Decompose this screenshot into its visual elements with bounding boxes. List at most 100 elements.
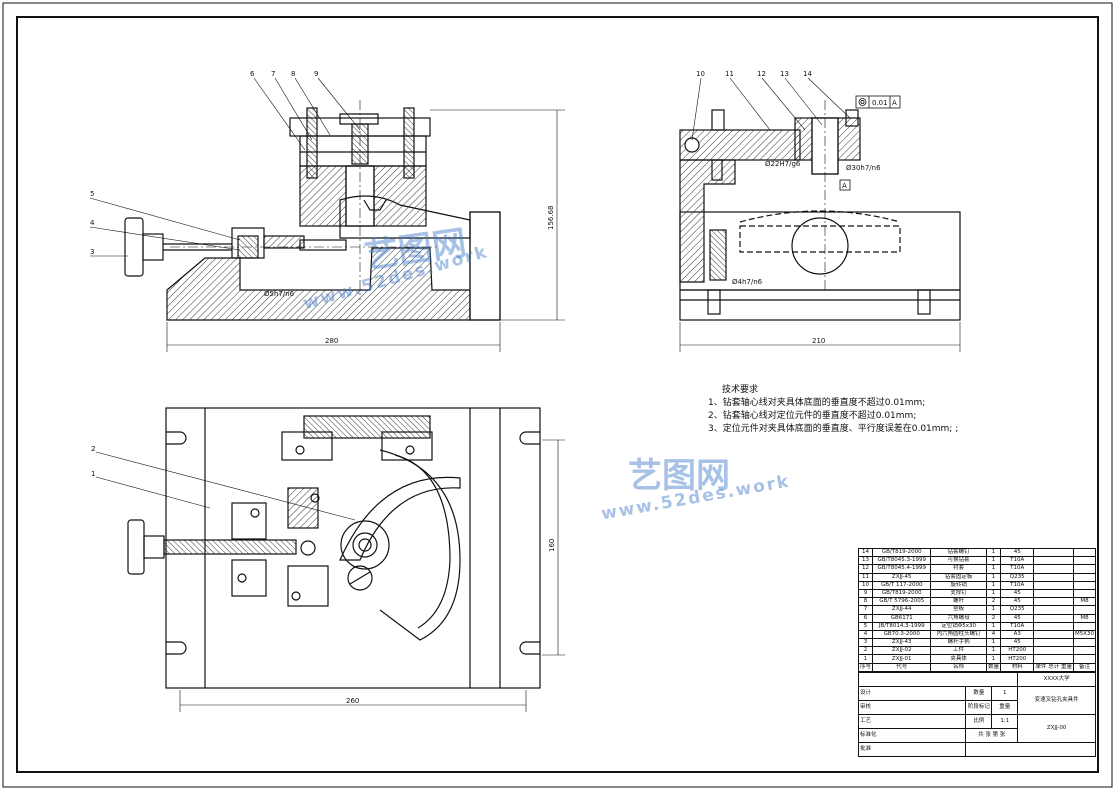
bom-cell: 垫板 [930, 605, 987, 615]
title-info-table: XXXX大学 设计 数量 1 变速叉钻孔夹具件 审核 阶段标记 重量 工艺 比例… [857, 671, 1096, 757]
bom-cell: 夹具体 [930, 654, 987, 664]
bom-cell [1033, 638, 1074, 648]
bom-cell [1033, 564, 1074, 574]
bom-cell: 14 [857, 547, 874, 558]
bom-cell [1033, 605, 1074, 615]
bom-cell: GB70.3-2000 [872, 629, 932, 640]
bom-cell [1072, 580, 1097, 590]
bom-header-row: 序号 代号 名称 数量 材料 单件 总计 重量 备注 [857, 662, 1097, 672]
weight-label: 重量 [991, 699, 1019, 715]
bom-cell: 内六角圆柱头螺钉 [930, 629, 987, 640]
inner-border [16, 16, 1099, 773]
balloon-13: 13 [780, 70, 789, 78]
bom-cell: T10A [999, 580, 1035, 590]
dim-side-fit-22: Ø22H7/g6 [765, 160, 801, 168]
bom-cell: GB/T819-2000 [872, 547, 932, 558]
bom-cell: GB/T 117-2000 [872, 580, 932, 590]
balloon-5: 5 [90, 190, 94, 198]
bom-cell: 工件 [930, 646, 987, 656]
bom-cell: GB/T8045.4-1999 [872, 564, 932, 574]
bom-cell: 13 [857, 556, 874, 566]
datum-mark: A [842, 182, 847, 190]
bom-cell [1072, 556, 1097, 566]
technical-requirements: 技术要求 1、钻套轴心线对夹具体底面的垂直度不超过0.01mm; 2、钻套轴心线… [708, 384, 958, 436]
dim-front-width: 280 [325, 337, 338, 345]
qty-label: 数量 [965, 685, 993, 701]
tech-title: 技术要求 [722, 385, 759, 395]
dim-side-fit-4: Ø4h7/n6 [732, 278, 763, 286]
tech-item-1: 1、钻套轴心线对夹具体底面的垂直度不超过0.01mm; [708, 398, 926, 408]
balloon-7: 7 [271, 70, 275, 78]
bom-cell: 1 [985, 556, 1001, 566]
front-view [89, 77, 565, 352]
bom-cell: 1 [985, 654, 1001, 664]
bom-cell: 1 [985, 588, 1001, 599]
bom-cell: 1 [985, 564, 1001, 574]
bom-cell: 45 [999, 588, 1035, 599]
bom-cell: 1 [985, 580, 1001, 590]
bom-cell [1033, 646, 1074, 656]
stage-label: 阶段标记 [965, 699, 993, 715]
bom-cell: ZXJJ-01 [872, 654, 932, 664]
bom-cell: ZXJJ-44 [872, 605, 932, 615]
bom-cell: 2 [857, 646, 874, 656]
bom-cell [1033, 572, 1074, 582]
balloon-4: 4 [90, 219, 95, 227]
bom-cell: GB6171 [872, 613, 932, 623]
bom-cell: 45 [999, 638, 1035, 648]
bom-cell: 8 [857, 597, 874, 607]
bom-cell: 1 [985, 547, 1001, 558]
balloon-10: 10 [696, 70, 705, 78]
dim-plan-width: 260 [346, 697, 359, 705]
bom-cell: 10 [857, 580, 874, 590]
bom-cell: 1 [985, 646, 1001, 656]
bom-cell: 45 [999, 547, 1035, 558]
scale-label: 比例 [965, 713, 993, 729]
bom-cell: 4 [985, 629, 1001, 640]
gdt-value: 0.01 [872, 99, 888, 107]
balloon-1: 1 [91, 470, 95, 478]
bom-header-qty: 数量 [985, 662, 1001, 672]
dim-front-fit: Ø5h7/n6 [264, 290, 295, 298]
bom-cell: 衬套 [930, 564, 987, 574]
bom-cell: T10A [999, 621, 1035, 631]
approve-label: 批准 [857, 741, 967, 757]
bom-cell: 11 [857, 572, 874, 582]
bom-cell: 钻套螺钉 [930, 547, 987, 558]
bom-header-weight: 单件 总计 重量 [1033, 662, 1074, 672]
tech-item-2: 2、钻套轴心线对定位元件的垂直度不超过0.01mm; [708, 411, 917, 421]
balloon-12: 12 [757, 70, 766, 78]
bom-cell: 1 [985, 605, 1001, 615]
bom-cell: 2 [985, 613, 1001, 623]
bom-header-code: 代号 [872, 662, 932, 672]
process-label: 工艺 [857, 713, 967, 729]
balloon-2: 2 [91, 445, 95, 453]
bom-cell: GB/T819-2000 [872, 588, 932, 599]
bom-cell: GB/T 5796-2005 [872, 597, 932, 607]
scale-value: 1:1 [991, 713, 1019, 729]
bom-cell [1072, 572, 1097, 582]
bom-cell: T10A [999, 556, 1035, 566]
bom-cell: 7 [857, 605, 874, 615]
bom-cell: A3 [999, 629, 1035, 640]
bom-cell: ZXJJ-43 [872, 638, 932, 648]
bom-cell: 定位销Φ5x30 [930, 621, 987, 631]
design-label: 设计 [857, 685, 967, 701]
bom-cell: 螺杆手柄 [930, 638, 987, 648]
balloon-11: 11 [725, 70, 734, 78]
bom-cell: 1 [985, 621, 1001, 631]
bom-cell: 4 [857, 629, 874, 640]
